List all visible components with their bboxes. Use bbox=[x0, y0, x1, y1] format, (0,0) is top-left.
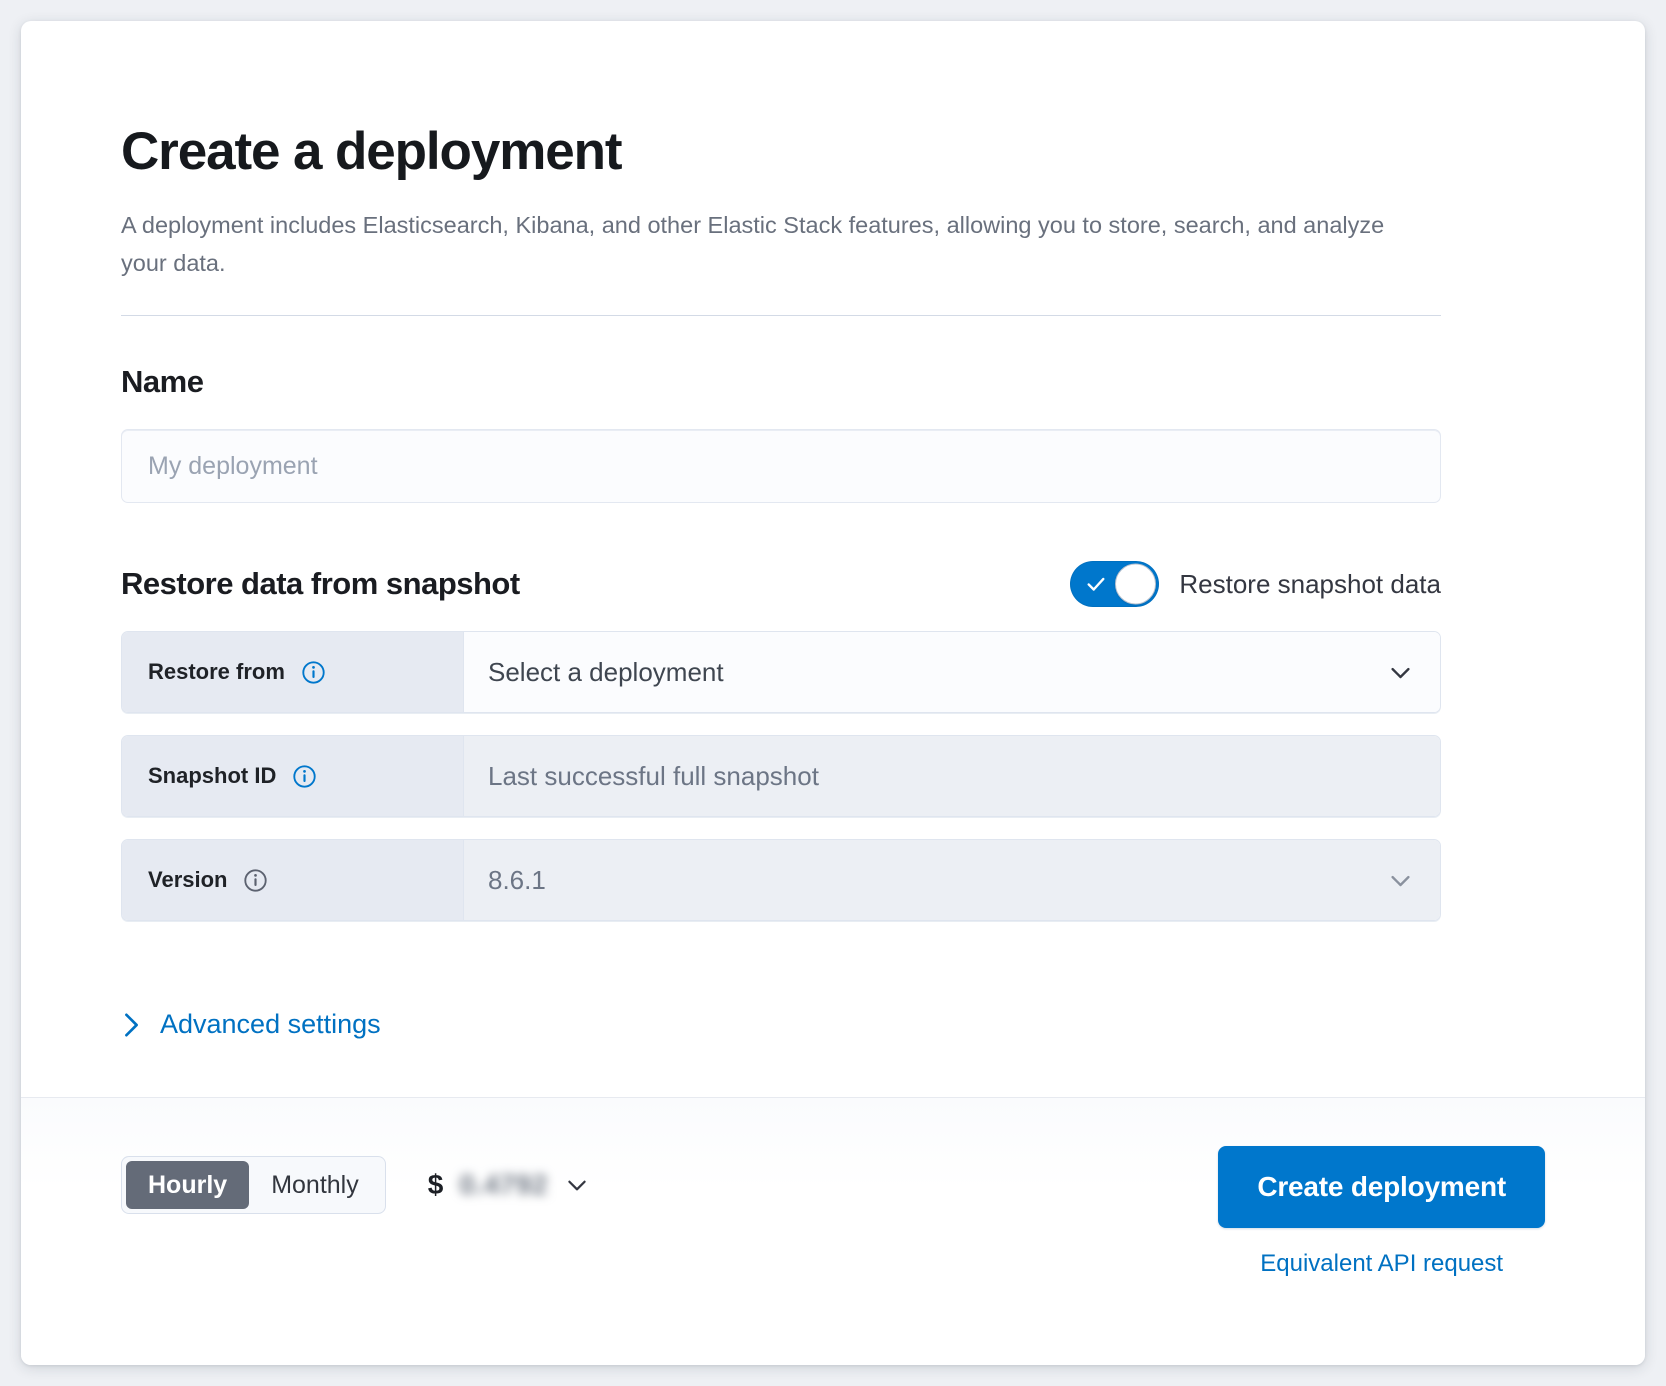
deployment-name-placeholder: My deployment bbox=[148, 451, 318, 480]
restore-from-row: Restore from Select a deployment bbox=[121, 631, 1441, 714]
restore-from-label: Restore from bbox=[148, 659, 285, 685]
restore-form-rows: Restore from Select a deployment bbox=[121, 631, 1545, 922]
restore-toggle-label: Restore snapshot data bbox=[1179, 568, 1441, 599]
version-row: Version 8.6.1 bbox=[121, 839, 1441, 922]
restore-from-value: Select a deployment bbox=[488, 656, 724, 687]
deployment-name-input[interactable]: My deployment bbox=[121, 429, 1441, 504]
version-select[interactable]: 8.6.1 bbox=[464, 840, 1440, 921]
snapshot-id-value: Last successful full snapshot bbox=[488, 760, 819, 791]
chevron-right-icon bbox=[125, 1013, 138, 1037]
equivalent-api-request-link[interactable]: Equivalent API request bbox=[1260, 1250, 1504, 1277]
name-section-heading: Name bbox=[121, 364, 204, 400]
snapshot-id-input[interactable]: Last successful full snapshot bbox=[464, 736, 1440, 817]
card-footer: Hourly Monthly $ 0.4792 Create deploymen… bbox=[21, 1097, 1645, 1365]
price-amount: 0.4792 bbox=[459, 1169, 548, 1200]
snapshot-id-row: Snapshot ID Last successful full snapsho… bbox=[121, 735, 1441, 818]
footer-left-group: Hourly Monthly $ 0.4792 bbox=[121, 1156, 590, 1214]
chevron-down-icon bbox=[1391, 667, 1410, 678]
toggle-knob bbox=[1115, 563, 1157, 605]
footer-right-group: Create deployment Equivalent API request bbox=[1218, 1146, 1545, 1278]
chevron-down-icon[interactable] bbox=[564, 1172, 590, 1198]
snapshot-id-label: Snapshot ID bbox=[148, 763, 277, 789]
snapshot-id-label-group: Snapshot ID bbox=[122, 736, 464, 817]
info-icon[interactable] bbox=[244, 869, 268, 892]
price-summary[interactable]: $ 0.4792 bbox=[428, 1169, 590, 1201]
page-title: Create a deployment bbox=[121, 122, 623, 181]
advanced-settings-label: Advanced settings bbox=[160, 1009, 381, 1040]
create-deployment-card: Create a deployment A deployment include… bbox=[21, 21, 1645, 1365]
version-value: 8.6.1 bbox=[488, 864, 546, 895]
billing-period-toggle: Hourly Monthly bbox=[121, 1156, 386, 1214]
info-icon[interactable] bbox=[293, 765, 316, 788]
header-divider bbox=[121, 315, 1441, 317]
version-label: Version bbox=[148, 867, 228, 893]
form-body: Create a deployment A deployment include… bbox=[21, 21, 1645, 1097]
restore-from-select[interactable]: Select a deployment bbox=[464, 632, 1440, 713]
restore-from-label-group: Restore from bbox=[122, 632, 464, 713]
advanced-settings-toggle[interactable]: Advanced settings bbox=[121, 1009, 381, 1040]
restore-header-row: Restore data from snapshot Restore snaps… bbox=[121, 561, 1441, 608]
version-label-group: Version bbox=[122, 840, 464, 921]
billing-monthly-button[interactable]: Monthly bbox=[271, 1170, 359, 1199]
page-description: A deployment includes Elasticsearch, Kib… bbox=[121, 212, 1385, 277]
create-deployment-button[interactable]: Create deployment bbox=[1218, 1146, 1545, 1228]
restore-toggle-group: Restore snapshot data bbox=[1070, 561, 1441, 608]
restore-snapshot-toggle[interactable] bbox=[1070, 561, 1160, 608]
info-icon[interactable] bbox=[302, 661, 325, 684]
check-icon bbox=[1087, 578, 1105, 591]
price-currency-symbol: $ bbox=[427, 1169, 444, 1200]
restore-section-heading: Restore data from snapshot bbox=[121, 566, 520, 602]
chevron-down-icon bbox=[1391, 875, 1410, 886]
billing-hourly-button[interactable]: Hourly bbox=[126, 1161, 250, 1209]
